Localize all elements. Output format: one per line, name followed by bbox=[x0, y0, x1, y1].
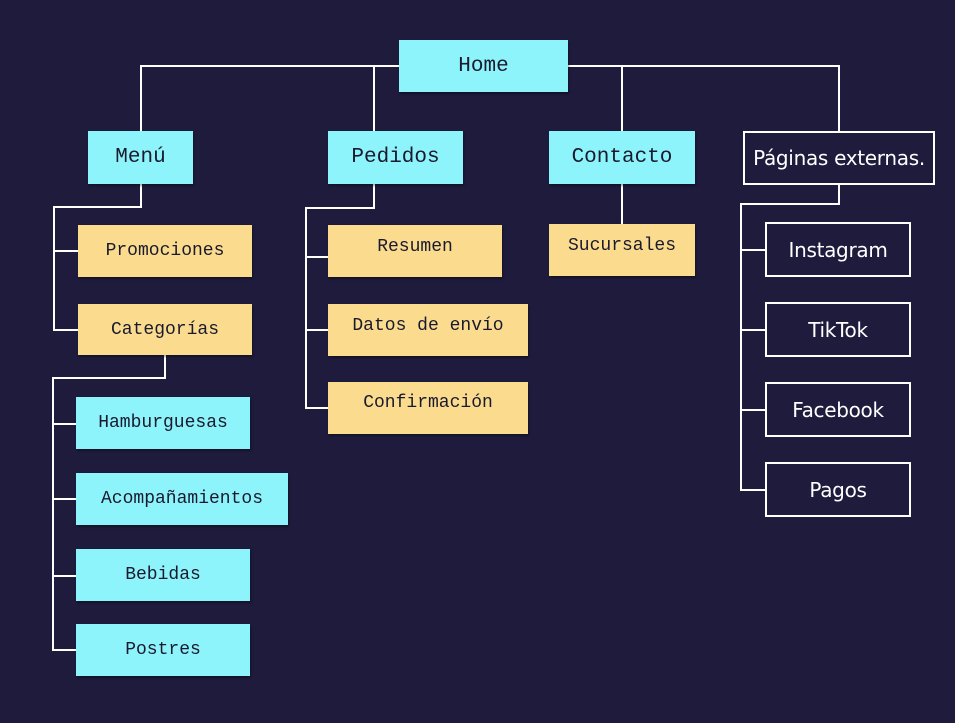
connector-pedidos-children bbox=[305, 184, 375, 409]
postres-node: Postres bbox=[76, 624, 250, 676]
connector-home-contacto-externas bbox=[568, 65, 840, 131]
bebidas-node: Bebidas bbox=[76, 549, 250, 601]
acompanamientos-node: Acompañamientos bbox=[76, 473, 288, 525]
resumen-node: Resumen bbox=[328, 225, 502, 277]
home-node: Home bbox=[399, 40, 568, 92]
sucursales-node: Sucursales bbox=[549, 224, 695, 276]
facebook-node: Facebook bbox=[765, 382, 911, 437]
menu-node: Menú bbox=[88, 131, 193, 184]
promociones-node: Promociones bbox=[78, 225, 252, 277]
datos-de-envio-node: Datos de envío bbox=[328, 304, 528, 356]
categorias-node: Categorías bbox=[78, 304, 252, 355]
connector-home-menu bbox=[140, 65, 400, 131]
contacto-node: Contacto bbox=[549, 131, 695, 184]
tiktok-node: TikTok bbox=[765, 302, 911, 357]
paginas-externas-node: Páginas externas. bbox=[743, 131, 935, 185]
hamburguesas-node: Hamburguesas bbox=[76, 397, 250, 449]
pagos-node: Pagos bbox=[765, 462, 911, 517]
instagram-node: Instagram bbox=[765, 222, 911, 277]
pedidos-node: Pedidos bbox=[328, 131, 463, 184]
confirmacion-node: Confirmación bbox=[328, 382, 528, 434]
